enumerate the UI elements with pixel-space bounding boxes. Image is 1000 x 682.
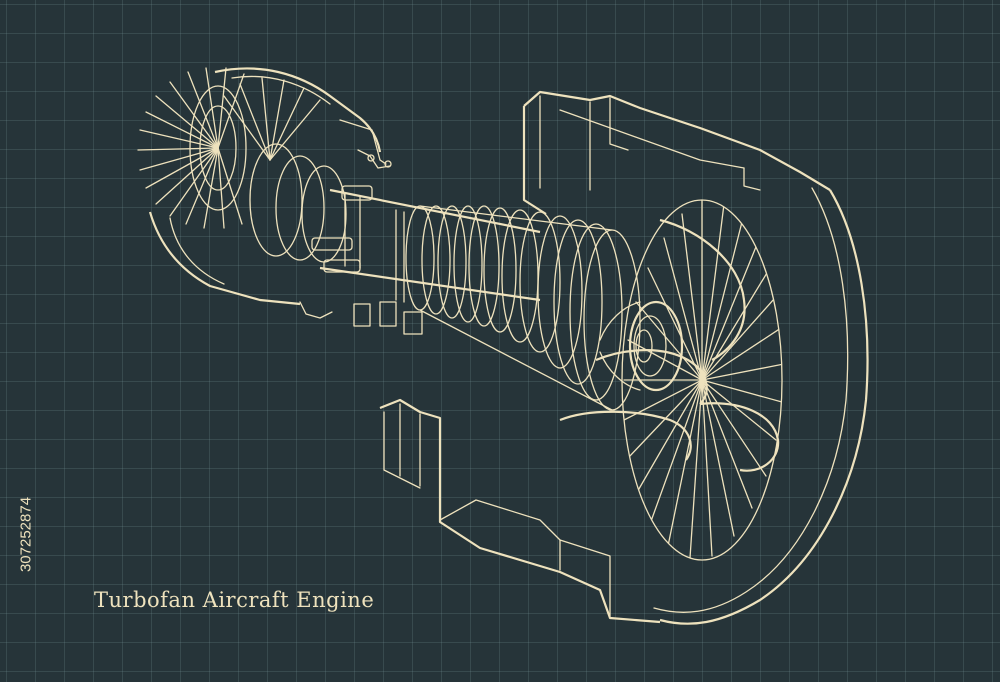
stock-id-label: 307252874 [16,446,36,626]
stock-id-text: 307252874 [17,496,35,573]
compressor-stages [405,205,641,411]
drawing-title: Turbofan Aircraft Engine [94,588,375,612]
turbine-blades [137,67,321,229]
nacelle [379,90,869,625]
spinner-hub [599,300,684,392]
exhaust-casing [148,67,392,306]
fan-blades [559,199,783,561]
core-shaft [299,185,541,335]
